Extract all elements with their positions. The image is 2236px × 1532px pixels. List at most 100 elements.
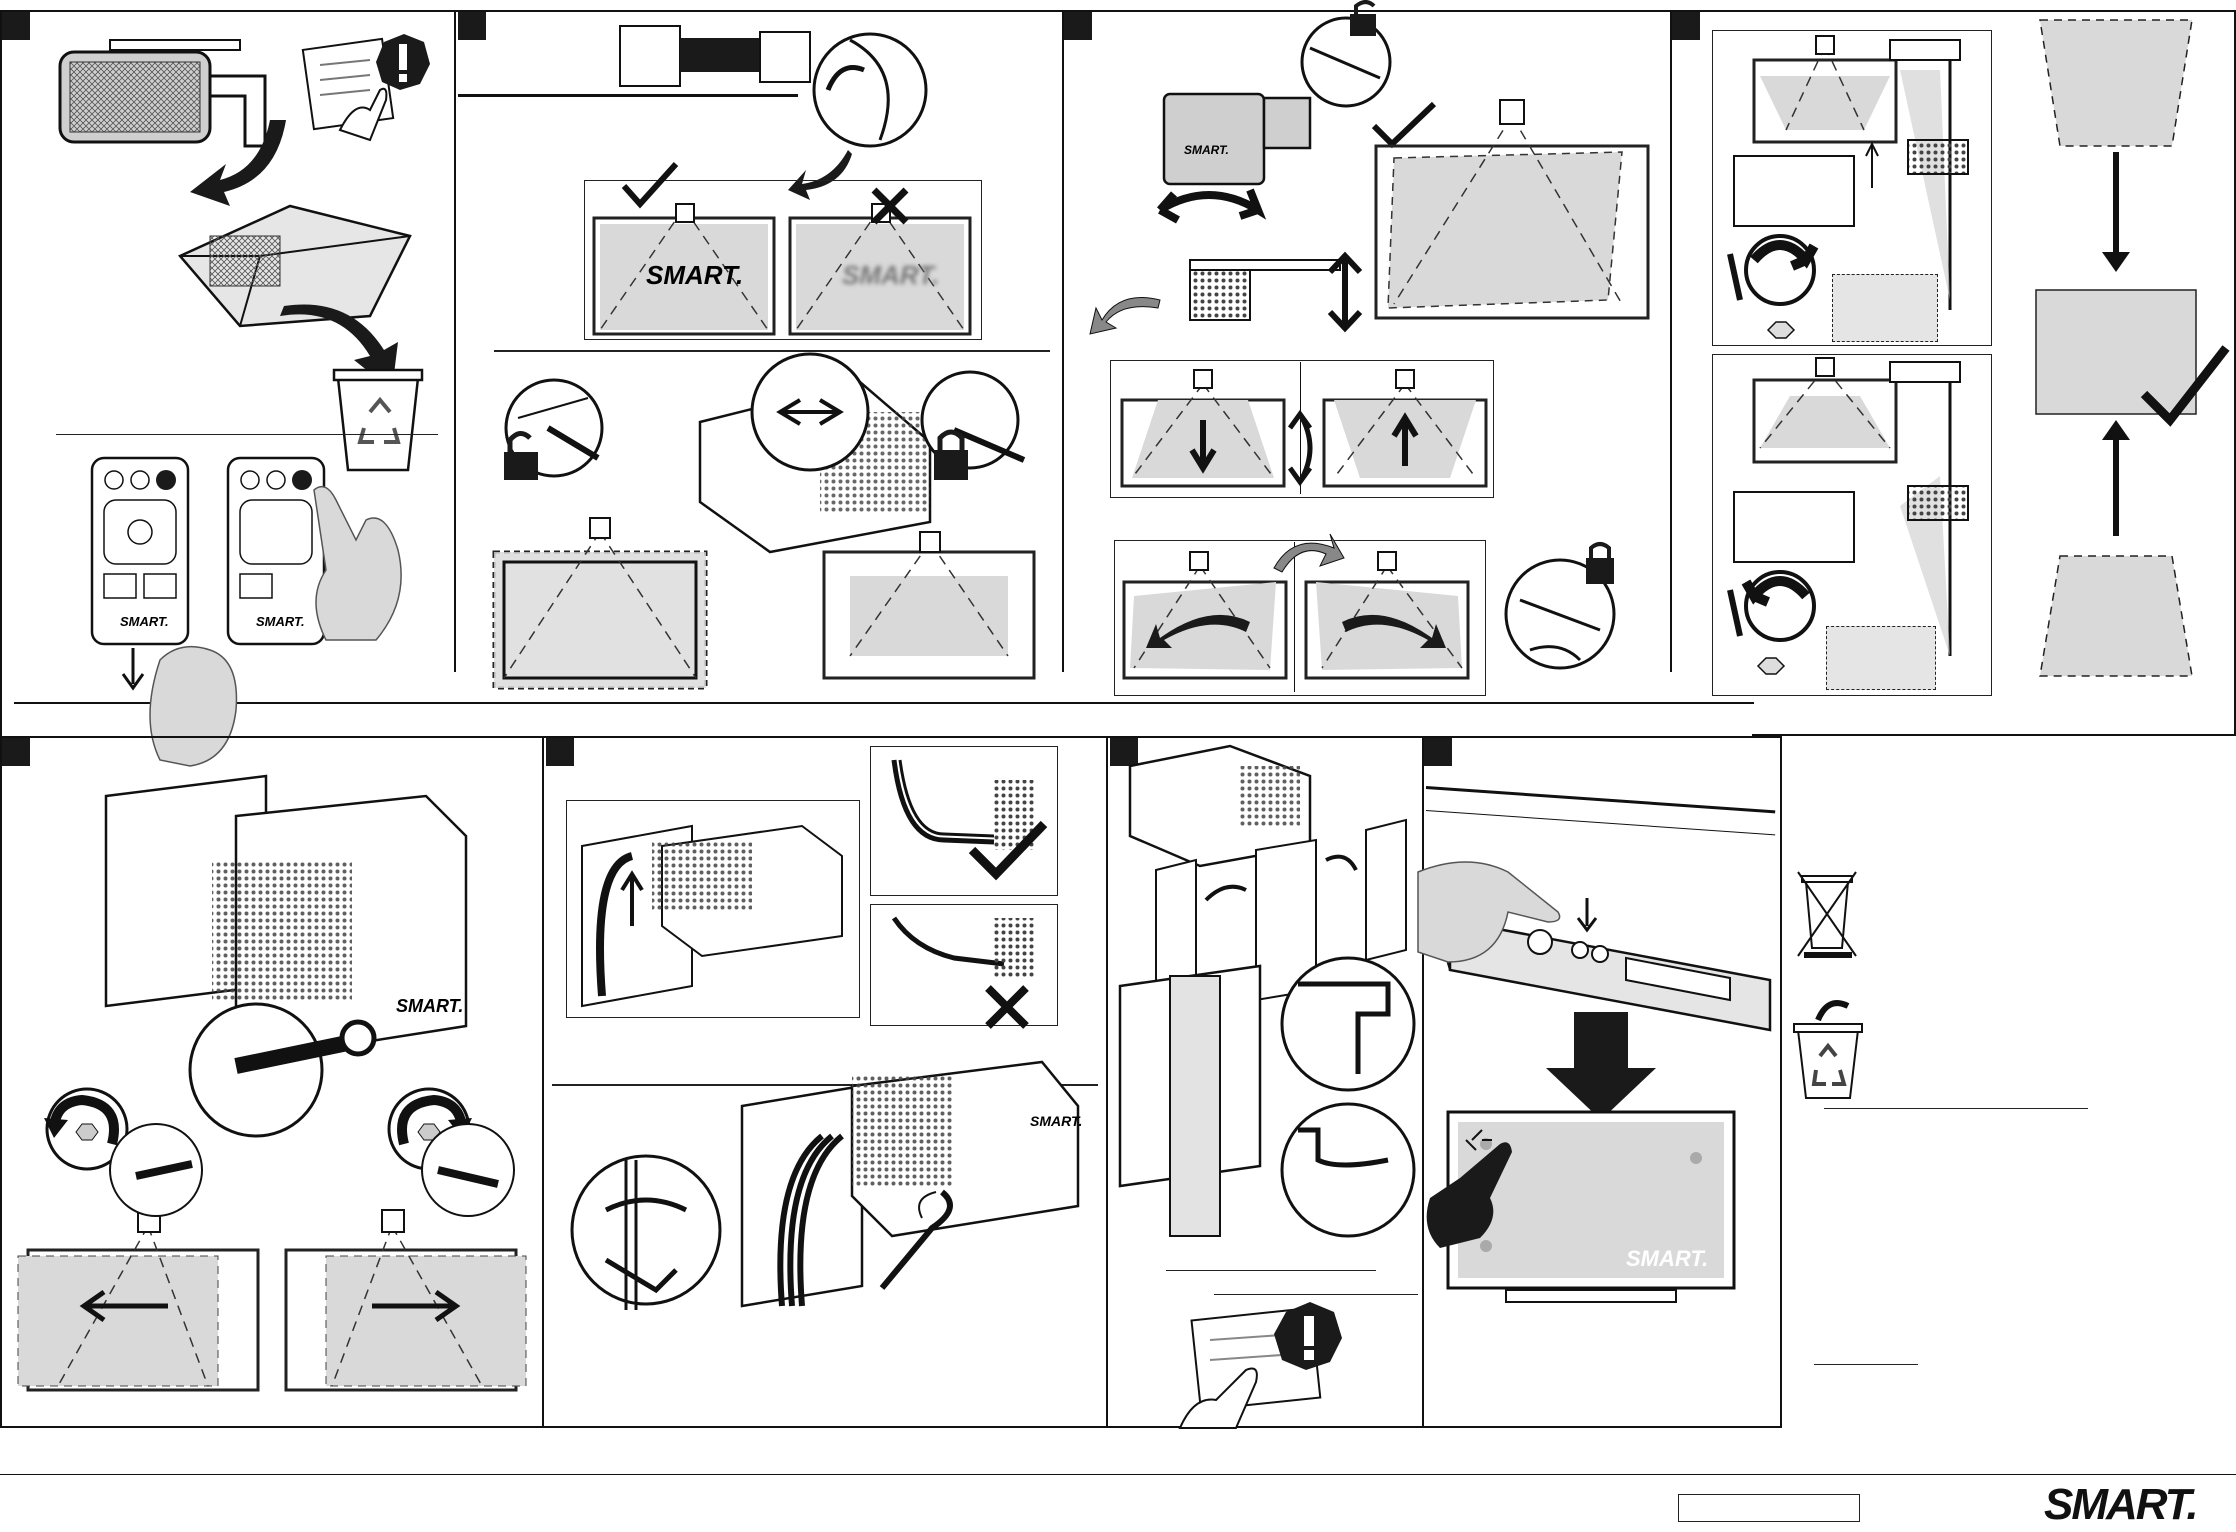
projector-cover-illustration — [1128, 744, 1312, 868]
top-row-left-border — [0, 10, 2, 1428]
board-shift-right — [284, 1209, 527, 1392]
big-down-arrow — [1546, 1012, 1656, 1120]
manual-warning-icon — [1178, 1302, 1342, 1429]
remote-control-2: SMART. — [226, 456, 326, 646]
pull-down-arrow — [121, 648, 145, 691]
divider-7-8 — [1422, 738, 1424, 1426]
board-keystone-large — [1374, 99, 1650, 320]
projector-adjust-illustration — [698, 352, 932, 554]
recycle-bin-icon — [1793, 1000, 1863, 1099]
up-arrow-small — [1865, 141, 1879, 188]
bracket-detail-circle-2 — [1280, 1102, 1416, 1238]
unlock-detail-circle — [1300, 0, 1392, 108]
lock-icon — [934, 429, 968, 480]
height-adjust-box-top — [1712, 30, 1992, 346]
focus-comparison-box — [584, 180, 982, 340]
smart-logo: SMART. — [2044, 1480, 2199, 1530]
bottom-row-top-border — [0, 736, 1780, 738]
cable-bad-illustration — [891, 916, 1034, 978]
step-marker-4 — [1672, 12, 1700, 40]
unlock-icon — [504, 431, 538, 480]
recycle-icon — [357, 396, 401, 444]
divider-6-7 — [1106, 738, 1108, 1426]
divider-3-4 — [1670, 12, 1672, 672]
svg-text:SMART.: SMART. — [1030, 1113, 1082, 1129]
tilt-up-down-arrow — [1327, 251, 1363, 333]
cable-bad-box — [870, 904, 1058, 1026]
projector-top-illustration — [619, 25, 811, 87]
rotate-ccw-icon — [44, 1087, 129, 1171]
section-7-rule-1 — [1166, 1270, 1376, 1271]
lock-detail-circle — [1504, 542, 1616, 670]
svg-text:SMART.: SMART. — [1184, 143, 1229, 157]
step-marker-2 — [458, 12, 486, 40]
svg-text:SMART.: SMART. — [256, 614, 305, 629]
measure-area-1 — [1832, 274, 1938, 342]
lock-screwdriver-detail — [920, 370, 1026, 480]
side-mount-illustration-2 — [1889, 361, 1969, 656]
keystone-result-column — [2035, 19, 2197, 677]
remote-control-1: SMART. — [90, 456, 190, 646]
svg-text:SMART.: SMART. — [842, 260, 939, 290]
hand-pressing-button — [1417, 861, 1561, 963]
board-rotate-left — [1122, 551, 1288, 680]
info-column-rule — [1824, 1108, 2088, 1109]
smart-logo-text: SMART — [2044, 1480, 2188, 1529]
measure-area-2 — [1826, 626, 1936, 690]
recycle-bin-illustration — [332, 368, 424, 472]
check-icon — [2140, 345, 2230, 427]
tilt-arrow-left-right — [1156, 188, 1267, 224]
board-focused: SMART. — [592, 203, 776, 336]
cable-tie-illustration — [879, 1189, 953, 1290]
rotate-arrow-icon — [1273, 533, 1345, 573]
wrench-small-details-2 — [421, 1123, 515, 1217]
svg-text:SMART.: SMART. — [120, 614, 169, 629]
cable-route-box — [566, 800, 860, 1018]
top-row-right-border — [2234, 10, 2236, 736]
step-marker-7 — [1110, 738, 1138, 766]
step-marker-5 — [2, 738, 30, 766]
board-trapezoid-bottom-wide — [1752, 357, 1898, 464]
rotate-arrow-icon — [1089, 297, 1161, 335]
packaging-illustration — [177, 204, 412, 328]
board-zoom-large — [492, 517, 708, 690]
board-trapezoid-top-wide — [1752, 35, 1898, 144]
svg-text:SMART.: SMART. — [646, 260, 743, 290]
svg-text:SMART.: SMART. — [396, 996, 463, 1016]
step-marker-8 — [1424, 738, 1452, 766]
crossed-bin-icon — [1797, 871, 1857, 958]
bracket-detail-circle-1 — [1280, 956, 1416, 1092]
recycle-icon — [1811, 1042, 1847, 1086]
divider-1-2 — [454, 12, 456, 672]
smart-logo-mark: . — [2186, 1480, 2198, 1529]
step-marker-3 — [1064, 12, 1092, 40]
hand-touching-board — [1426, 1142, 1512, 1248]
svg-text:SMART.: SMART. — [1626, 1246, 1708, 1271]
projector-tilt-illustration: SMART. — [1162, 92, 1312, 186]
check-icon — [968, 820, 1048, 881]
step-marker-1 — [2, 12, 30, 40]
footer-border — [0, 1474, 2236, 1475]
projector-arm-illustration — [1189, 259, 1341, 321]
keystone-box-top — [1110, 360, 1494, 498]
board-top-edge-1 — [1425, 786, 1776, 814]
board-shift-left — [17, 1209, 260, 1392]
section-1-rule — [56, 434, 436, 435]
press-arrow-small — [1576, 898, 1598, 933]
wrench-small-details — [109, 1123, 203, 1217]
wall-rail — [458, 94, 798, 97]
hand-pulling-tab — [149, 645, 238, 767]
cover-panels-illustration — [1155, 818, 1407, 1002]
cross-icon — [871, 187, 909, 225]
unlock-icon — [1350, 0, 1376, 36]
board-shift-down — [1120, 369, 1286, 488]
cable-ok-box — [870, 746, 1058, 896]
keystone-box-divider — [1300, 362, 1301, 494]
part-number-box — [1678, 1494, 1860, 1522]
info-column-rule-2 — [1814, 1364, 1918, 1365]
board-top-edge-2 — [1425, 810, 1776, 836]
cable-bundle-illustration: SMART. — [740, 1060, 1082, 1308]
check-icon — [621, 161, 679, 209]
focus-arrow — [788, 150, 852, 200]
bracket-assembly-illustration — [1118, 964, 1262, 1237]
